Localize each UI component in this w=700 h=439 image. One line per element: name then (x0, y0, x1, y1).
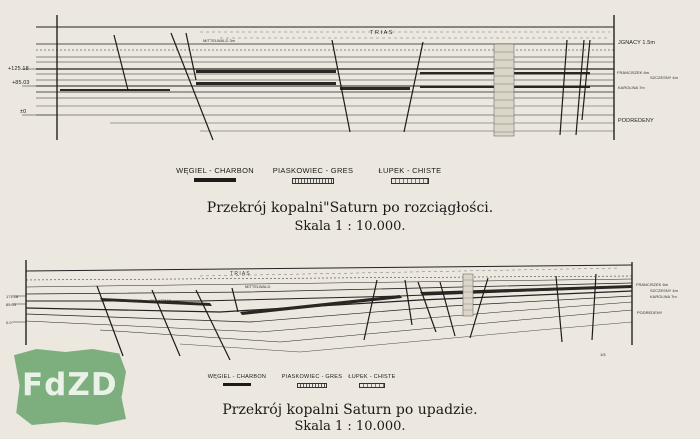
dip-shaft-column (462, 273, 474, 317)
right-label-3: SZCZESNY 4m (650, 75, 678, 80)
elevation-label-3: ±0 (20, 109, 27, 115)
shale-swatch (391, 178, 429, 184)
dip-seam-label-3: MITTELWALD (245, 284, 271, 289)
dip-right-label-1: FRANCISZEK 6m (636, 282, 669, 287)
dip-elevation-2: 85.03 (6, 302, 17, 307)
watermark-logo (14, 349, 126, 425)
seam-label: MITTELWALD 3m (203, 38, 236, 43)
legend2-shale: ŁUPEK - CHISTE (342, 374, 402, 388)
caption-scale-2: Skala 1 : 10.000. (294, 419, 406, 434)
shaft-column (493, 43, 515, 137)
caption-scale-1: Skala 1 : 10.000. (294, 219, 406, 234)
dip-tick-label: 1/5 (600, 352, 606, 357)
dip-trias-label: T R I A S (230, 271, 250, 277)
dip-elevation-3: 0.0 (6, 320, 12, 325)
legend-shale: ŁUPEK - CHISTE (370, 166, 450, 184)
right-label-2: FRANCISZEK 6m (617, 70, 650, 75)
legend2-sandstone: PIASKOWIEC - GRES (278, 374, 346, 388)
legend-coal: WĘGIEL - CHARBON (175, 166, 255, 182)
dip-right-label-4: PODREDENY (637, 310, 663, 315)
dip-seam-label-2: POLKOWIA (150, 298, 172, 303)
trias-label: T R I A S (370, 30, 393, 36)
dip-right-label-3: KAROLINA 7m (650, 294, 677, 299)
dip-elevation-1: 171.18 (6, 294, 19, 299)
legend-sandstone: PIASKOWIEC - GRES (272, 166, 354, 184)
caption-title-2: Przekrój kopalni Saturn po upadzie. (222, 402, 478, 418)
caption-title-1: Przekrój kopalni"Saturn po rozciągłości. (206, 200, 494, 216)
watermark-logo-text: FdZD (22, 367, 118, 403)
legend2-coal: WĘGIEL - CHARBON (205, 374, 269, 386)
right-label-4: KAROLINA 7m (618, 85, 645, 90)
shale-swatch-2 (359, 383, 385, 388)
coal-swatch (194, 178, 236, 182)
right-label-5: PODREDENY (618, 118, 654, 124)
dip-right-label-2: SZCZESNY 4m (650, 288, 678, 293)
dip-seam-label-1: KOCHELSKA (118, 298, 143, 303)
elevation-label-2: +85.03 (12, 80, 30, 86)
coal-swatch-2 (223, 383, 251, 386)
sandstone-swatch (292, 178, 334, 184)
strike-cross-section (22, 15, 615, 141)
right-label-1: JGNACY 1.5m (618, 40, 656, 46)
sandstone-swatch-2 (297, 383, 327, 388)
elevation-label-1: +125.18 (8, 66, 29, 72)
